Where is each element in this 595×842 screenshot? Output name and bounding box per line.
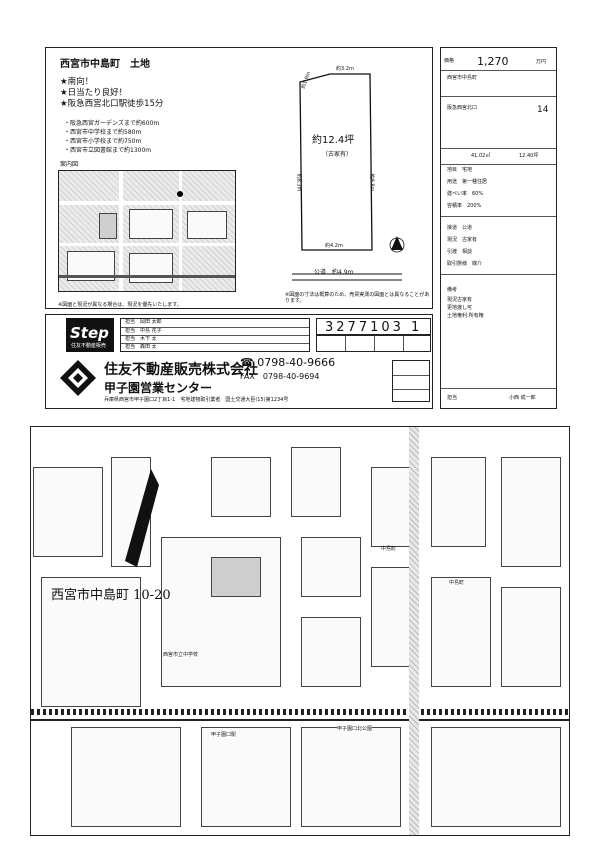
plot-area-note: （古家有） [322, 151, 353, 158]
dim-right: 約9.8m [368, 173, 375, 192]
note-right: ※図面の寸法は概算のため、売買実測の図面とは異なることがあります。 [285, 292, 430, 304]
kakaku-label: 価格 [444, 58, 455, 64]
spec-row: 取引態様 媒介 [447, 261, 483, 267]
agent-band [45, 314, 433, 409]
note-left: ※図面と現況が異なる場合は、現況を優先いたします。 [58, 302, 182, 308]
company-tel: ☎ 0798-40-9666 [240, 356, 336, 369]
footer-name: 小西 成一郎 [509, 395, 536, 401]
toho: 14 [537, 105, 549, 115]
distance-item: ・西宮市小学校まで約750m [64, 138, 142, 145]
kotsu: 阪急西宮北口 [447, 105, 478, 111]
kakaku-unit: 万円 [536, 59, 547, 65]
spec-row: 用途 第一種住居 [447, 179, 488, 185]
road-label: 公道 約4.9m [314, 269, 354, 276]
feature-item: ★阪急西宮北口駅徒歩15分 [60, 99, 164, 109]
step-logo-sub: 住友不動産販売 [71, 343, 107, 349]
dim-left: 約8.3m [295, 173, 302, 192]
spec-row: 地目 宅地 [447, 167, 473, 173]
map-station-label: 甲子園口駅 [211, 732, 237, 738]
guide-map [58, 170, 236, 292]
tsubo: 12.40坪 [519, 153, 539, 159]
agent-table: 担当 岡田 太郎 担当 中島 花子 担当 木下 太 担当 森田 太 [120, 318, 310, 352]
shozai: 西宮市中島町 [447, 75, 478, 81]
agent-row: 担当 岡田 太郎 [125, 319, 162, 325]
company-name: 住友不動産販売株式会社 [104, 362, 258, 378]
biko-line: 土地権利:所有権 [447, 313, 484, 319]
property-arrow-icon [125, 469, 159, 567]
dim-top: 約3.2m [336, 66, 354, 72]
kakaku-value: 1,270 [477, 55, 509, 68]
agent-row: 担当 木下 太 [125, 336, 157, 342]
distance-item: ・西宮市立図書館まで約1300m [64, 147, 152, 154]
spec-row: 引渡 相談 [447, 249, 473, 255]
plot-area: 約12.4坪 [312, 135, 355, 146]
step-logo: Step 住友不動産販売 [66, 318, 114, 352]
distance-item: ・阪急西宮ガーデンズまで約600m [64, 120, 160, 127]
company-branch: 甲子園営業センター [104, 381, 213, 395]
flyer-main [45, 47, 433, 309]
handwritten-address: 西宮市中島町 10-20 [51, 588, 171, 603]
guide-map-label: 案内図 [60, 161, 79, 168]
ref-number: 3277103 1 [325, 320, 423, 335]
spec-row: 現況 古家有 [447, 237, 478, 243]
spec-row: 容積率 200% [447, 203, 482, 209]
ref-number-box: 3277103 1 [316, 318, 431, 335]
stamp-box [392, 360, 430, 402]
housing-map: 西宮市中島町 10-20 中島町 中島町 西宮市立中学校 甲子園口北公園 甲子園… [30, 426, 570, 836]
spec-sheet: 価格 1,270 万円 西宮市中島町 阪急西宮北口 14 41.02㎡ 12.4… [440, 47, 557, 409]
company-small: 兵庫県西宮市甲子園口2丁目1-1 宅地建物取引業者 国土交通大臣(15)第123… [104, 397, 289, 403]
map-town-label: 中島町 [449, 580, 465, 586]
map-town-label: 中島町 [381, 546, 397, 552]
ref-subtable [316, 335, 431, 352]
company-logo-icon [60, 360, 96, 396]
property-marker-icon [177, 191, 183, 197]
plot-diagram [292, 73, 405, 281]
agent-row: 担当 森田 太 [125, 344, 157, 350]
map-park-label: 甲子園口北公園 [337, 726, 373, 732]
biko-line: 現況古家有 [447, 297, 473, 303]
page-title: 西宮市中島町 土地 [60, 59, 150, 70]
agent-row: 担当 中島 花子 [125, 328, 162, 334]
footer-label: 担当 [447, 395, 458, 401]
biko-label: 備考 [447, 287, 458, 293]
distance-item: ・西宮市中学校まで約580m [64, 129, 142, 136]
spec-row: 建ぺい率 60% [447, 191, 484, 197]
feature-item: ★日当たり良好！ [60, 88, 128, 98]
spec-row: 接道 公道 [447, 225, 473, 231]
map-school-label: 西宮市立中学校 [163, 652, 199, 658]
step-logo-text: Step [70, 324, 109, 342]
biko-line: 更地渡し可 [447, 305, 473, 311]
company-fax: FAX 0798-40-9694 [240, 372, 320, 381]
feature-item: ★南向！ [60, 77, 94, 87]
chiseki: 41.02㎡ [471, 153, 491, 159]
dim-bottom: 約4.2m [325, 243, 343, 249]
